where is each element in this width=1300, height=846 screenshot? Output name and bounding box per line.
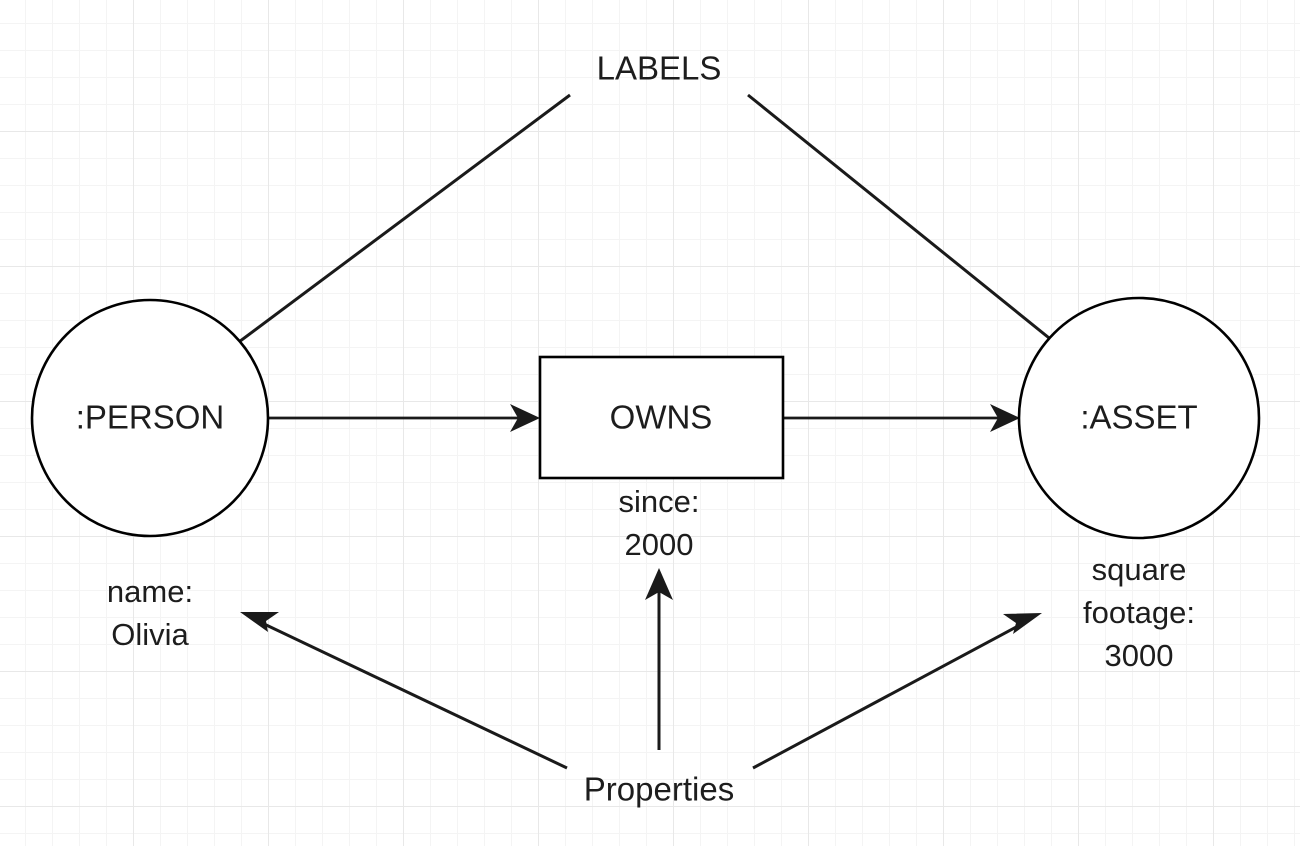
asset-property-text: square footage: 3000 bbox=[1083, 552, 1195, 673]
properties-to-asset-line bbox=[752, 623, 1021, 770]
properties-annotation-text: Properties bbox=[584, 771, 734, 808]
properties-annotation-group: Properties bbox=[240, 568, 1042, 808]
asset-label: :ASSET bbox=[1080, 399, 1197, 436]
owns-label: OWNS bbox=[610, 399, 713, 436]
node-asset[interactable]: :ASSET bbox=[1017, 296, 1261, 540]
properties-to-asset-arrowhead bbox=[1003, 613, 1042, 634]
owns-edge-group bbox=[268, 404, 1020, 432]
labels-to-asset-line bbox=[747, 93, 1091, 373]
relationship-property-value: 2000 bbox=[625, 527, 694, 562]
person-to-owns-arrowhead bbox=[510, 404, 540, 432]
relationship-owns[interactable]: OWNS bbox=[538, 355, 785, 480]
relationship-property-key: since: bbox=[619, 484, 700, 519]
relationship-property-text: since: 2000 bbox=[619, 484, 700, 562]
asset-circle[interactable] bbox=[1017, 296, 1261, 540]
properties-to-relationship-arrowhead bbox=[645, 568, 673, 600]
properties-to-person-arrowhead bbox=[240, 612, 279, 632]
labels-annotation-group: LABELS bbox=[178, 50, 1108, 399]
person-label: :PERSON bbox=[76, 399, 225, 436]
owns-to-asset-arrowhead bbox=[990, 404, 1020, 432]
labels-to-person-line bbox=[195, 93, 571, 376]
owns-rectangle[interactable] bbox=[538, 355, 785, 480]
asset-property-key-line1: square bbox=[1092, 552, 1187, 587]
person-property-key: name: bbox=[107, 574, 193, 609]
person-property-value: Olivia bbox=[111, 617, 189, 652]
properties-to-person-line bbox=[261, 621, 568, 770]
asset-property-value: 3000 bbox=[1105, 638, 1174, 673]
asset-property-key-line2: footage: bbox=[1083, 595, 1195, 630]
person-property-text: name: Olivia bbox=[107, 574, 193, 652]
person-circle[interactable] bbox=[30, 298, 270, 538]
node-person[interactable]: :PERSON bbox=[30, 298, 270, 538]
labels-annotation-text: LABELS bbox=[597, 50, 722, 87]
